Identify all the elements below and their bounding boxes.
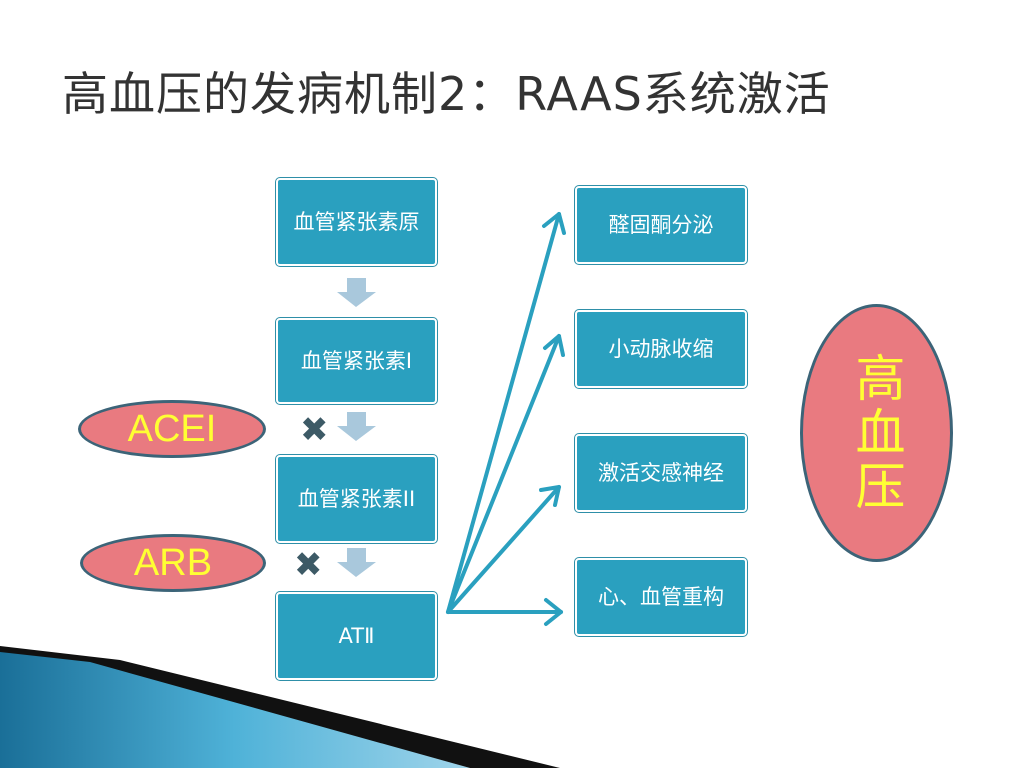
arrowhead-sympathetic (539, 485, 561, 507)
chain-box-angiotensin-1: 血管紧张素I (275, 317, 438, 405)
arb-oval: ARB (80, 534, 266, 592)
corner-swoosh-blue (0, 648, 470, 768)
chain-box-at2: ATⅡ (275, 591, 438, 681)
acei-oval: ACEI (78, 400, 266, 458)
arrowhead-arteriole (543, 334, 565, 357)
effect-box-remodeling: 心、血管重构 (574, 557, 748, 637)
arrow-to-aldosterone (446, 212, 561, 614)
effect-box-aldosterone: 醛固酮分泌 (574, 185, 748, 265)
arrowhead-remodeling (544, 598, 563, 626)
effect-box-arteriole-constriction: 小动脉收缩 (574, 309, 748, 389)
chain-box-angiotensin-2: 血管紧张素II (275, 454, 438, 544)
chain-box-angiotensinogen: 血管紧张素原 (275, 177, 438, 267)
down-arrow-1 (337, 278, 376, 307)
slide-title: 高血压的发病机制2：RAAS系统激活 (62, 67, 831, 121)
down-arrow-2 (337, 412, 376, 441)
arrow-to-sympathetic (446, 485, 561, 614)
acei-label: ACEI (127, 407, 217, 450)
arb-label: ARB (133, 541, 213, 584)
arrow-to-arteriole (446, 334, 561, 614)
arrowhead-aldosterone (542, 212, 566, 235)
hypertension-oval: 高血压 (800, 304, 953, 562)
block-x-icon-arb: ✖ (294, 545, 323, 585)
effect-box-sympathetic-activation: 激活交感神经 (574, 433, 748, 513)
block-x-icon-acei: ✖ (300, 410, 329, 450)
corner-swoosh-dark (0, 646, 560, 768)
down-arrow-3 (337, 548, 376, 577)
